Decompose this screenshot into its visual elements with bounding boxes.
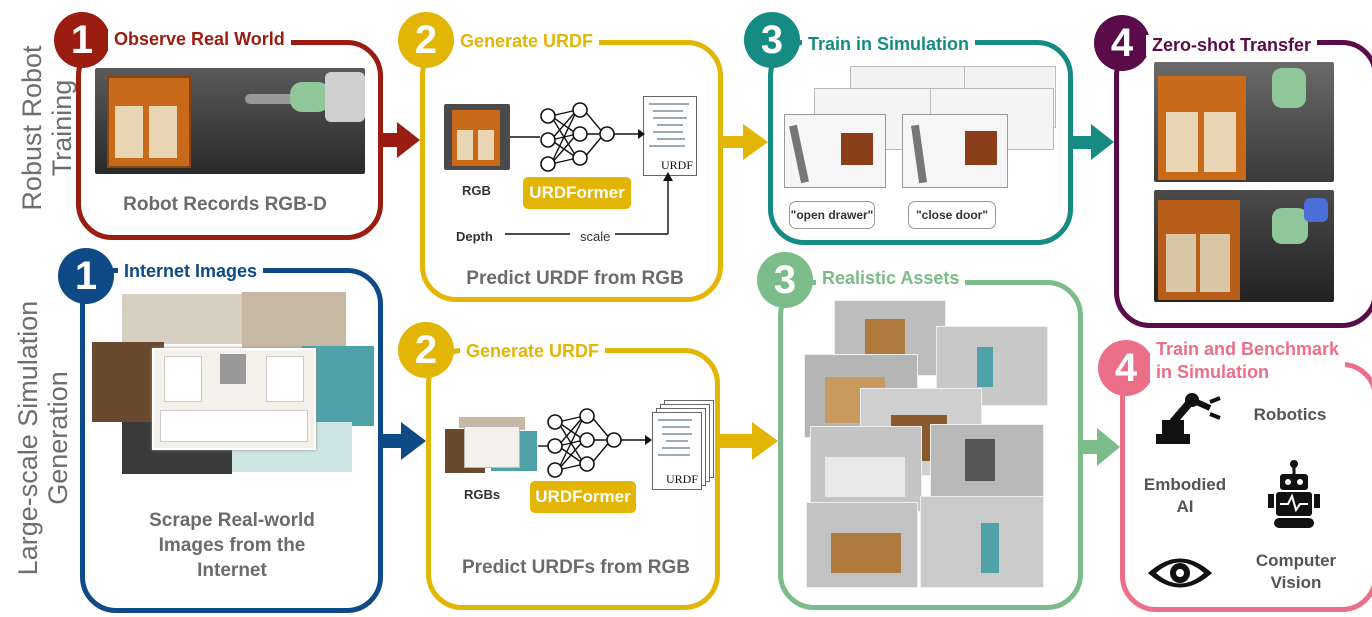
internet-title: Internet Images <box>118 261 264 282</box>
task-open-drawer: "open drawer" <box>789 201 875 229</box>
arrow-internet-to-generate <box>383 422 426 460</box>
assets-badge: 3 <box>757 252 813 308</box>
scale-label: scale <box>580 229 611 244</box>
arrow-generate-to-assets <box>720 422 778 460</box>
generate-bottom-badge: 2 <box>398 322 454 378</box>
robot-arm-icon <box>1156 393 1221 444</box>
kitchen-collage <box>92 292 374 482</box>
observe-title: Observe Real World <box>108 29 291 50</box>
eye-icon <box>1148 558 1212 588</box>
transfer-badge: 4 <box>1094 15 1150 71</box>
urdf-bottom-doc-label: URDF <box>665 472 698 486</box>
assets-collage <box>800 296 1048 592</box>
rgbs-label: RGBs <box>464 487 501 502</box>
rgbs-stack <box>444 416 538 476</box>
robotics-label: Robotics <box>1253 405 1327 424</box>
urdf-top-doc-label: URDF <box>660 158 693 172</box>
embodied-ai-label: Embodied AI <box>1143 475 1227 516</box>
observe-caption: Robot Records RGB-D <box>123 194 327 215</box>
generate-top-badge: 2 <box>398 12 454 68</box>
generate-top-title: Generate URDF <box>454 31 600 52</box>
train-badge: 3 <box>744 12 800 68</box>
cabinet-robot-photo <box>95 68 365 174</box>
arrow-observe-to-generate <box>383 122 420 158</box>
generate-bottom-panel <box>426 348 720 610</box>
transfer-title: Zero-shot Transfer <box>1146 35 1318 56</box>
transfer-photo-open-drawer <box>1154 62 1334 182</box>
computer-vision-label: Computer Vision <box>1255 551 1337 592</box>
arrow-generate-to-train <box>723 124 768 160</box>
depth-label: Depth <box>456 229 493 244</box>
rgb-cabinet-thumb <box>444 104 510 170</box>
generate-bottom-title: Generate URDF <box>460 341 606 362</box>
urdf-top-doc: URDF <box>643 96 697 176</box>
benchmark-badge: 4 <box>1098 340 1154 396</box>
generate-bottom-caption: Predict URDFs from RGB <box>461 557 691 578</box>
urdformer-bottom-pill: URDFormer <box>530 481 636 513</box>
arrow-train-to-transfer <box>1073 124 1114 160</box>
assets-title: Realistic Assets <box>816 268 966 289</box>
robot-icon <box>1268 460 1320 528</box>
train-title: Train in Simulation <box>802 34 976 55</box>
internet-badge: 1 <box>58 248 114 304</box>
urdf-bottom-docs: URDF <box>650 400 716 494</box>
rgb-label: RGB <box>462 183 491 198</box>
arrow-assets-to-benchmark <box>1083 428 1120 466</box>
benchmark-title: Train and Benchmark in Simulation <box>1150 338 1346 384</box>
task-close-door: "close door" <box>908 201 996 229</box>
sim-frames <box>780 62 1060 190</box>
generate-top-caption: Predict URDF from RGB <box>466 268 684 289</box>
urdformer-top-pill: URDFormer <box>523 177 631 209</box>
observe-badge: 1 <box>54 12 110 68</box>
internet-caption: Scrape Real-world Images from the Intern… <box>149 510 315 581</box>
transfer-photo-close-door <box>1154 190 1334 302</box>
